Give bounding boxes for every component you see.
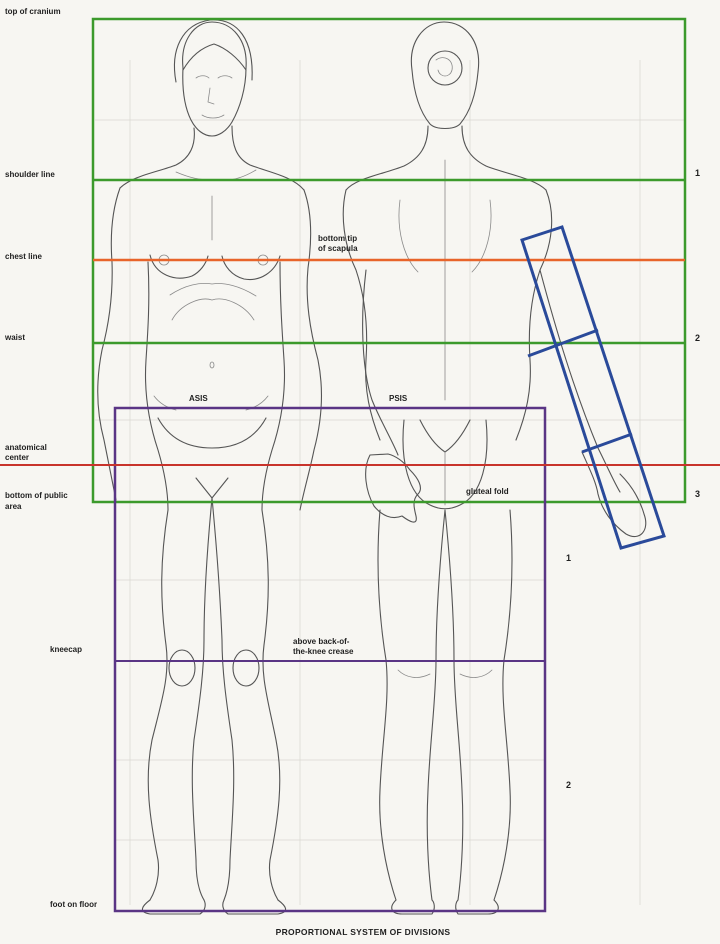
front-figure xyxy=(98,20,322,914)
division-numbers: 1 2 3 1 2 xyxy=(566,168,700,790)
label-top-of-cranium: top of cranium xyxy=(5,7,61,16)
label-bottom-tip-of-scapula-1: bottom tip xyxy=(318,234,357,243)
hair-bun xyxy=(428,51,462,85)
label-anatomical-center-2: center xyxy=(5,453,29,462)
label-chest-line: chest line xyxy=(5,252,42,261)
diagram-caption: PROPORTIONAL SYSTEM OF DIVISIONS xyxy=(276,927,451,937)
label-above-back-of-knee-crease-1: above back-of- xyxy=(293,637,350,646)
green-division-3: 3 xyxy=(695,489,700,499)
label-bottom-of-public-area-1: bottom of public xyxy=(5,491,68,500)
label-above-back-of-knee-crease-2: the-knee crease xyxy=(293,647,354,656)
back-figure xyxy=(343,22,646,914)
background-grid xyxy=(95,60,685,905)
label-shoulder-line: shoulder line xyxy=(5,170,55,179)
label-bottom-of-public-area-2: area xyxy=(5,502,22,511)
label-gluteal-fold: gluteal fold xyxy=(466,487,509,496)
annotations: bottom tip of scapula ASIS PSIS gluteal … xyxy=(189,234,509,656)
front-right-kneecap xyxy=(233,650,259,686)
label-kneecap: kneecap xyxy=(50,645,82,654)
purple-division-2: 2 xyxy=(566,780,571,790)
back-head xyxy=(411,22,478,129)
purple-division-1: 1 xyxy=(566,553,571,563)
label-anatomical-center-1: anatomical xyxy=(5,443,47,452)
arm-proportion-bar xyxy=(522,227,664,548)
label-bottom-tip-of-scapula-2: of scapula xyxy=(318,244,358,253)
green-division-1: 1 xyxy=(695,168,700,178)
label-foot-on-floor: foot on floor xyxy=(50,900,97,909)
label-waist: waist xyxy=(4,333,25,342)
green-division-2: 2 xyxy=(695,333,700,343)
purple-outer-frame xyxy=(115,408,545,911)
front-left-kneecap xyxy=(169,650,195,686)
arm-bar-wrist-mark xyxy=(582,434,632,452)
front-head xyxy=(183,22,247,136)
front-hair xyxy=(174,20,252,82)
left-labels: top of cranium shoulder line chest line … xyxy=(4,7,97,909)
label-psis: PSIS xyxy=(389,394,408,403)
label-asis: ASIS xyxy=(189,394,208,403)
arm-bar-outline xyxy=(522,227,664,548)
purple-division-box xyxy=(115,408,545,911)
